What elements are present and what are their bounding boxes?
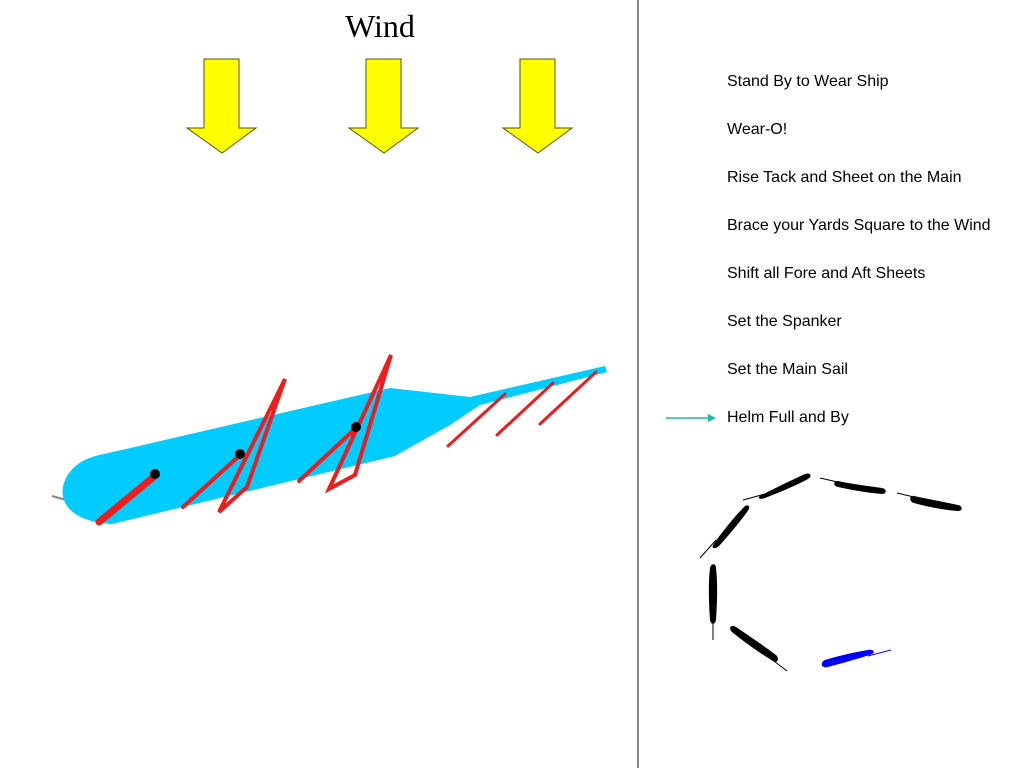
step-item: Brace your Yards Square to the Wind — [727, 217, 991, 234]
step-item: Shift all Fore and Aft Sheets — [727, 265, 926, 282]
main-yard — [181, 453, 242, 509]
mizzen-mast — [150, 469, 160, 479]
step-item: Wear-O! — [727, 121, 788, 138]
main-mast — [235, 449, 245, 459]
ship-silhouette-icon-current — [821, 649, 892, 668]
ship-silhouette-icon — [819, 477, 886, 494]
rudder — [51, 495, 67, 501]
ship-silhouette-icon — [699, 505, 750, 559]
mast-heads — [150, 422, 361, 479]
head-sail-1 — [446, 392, 507, 448]
down-arrow-icon — [501, 58, 574, 154]
ship-sequence — [699, 473, 962, 672]
ship-silhouette-icon — [742, 473, 811, 501]
step-item-current: Helm Full and By — [727, 409, 849, 426]
fore-mast — [351, 422, 361, 432]
ship-silhouette-icon — [730, 625, 788, 672]
down-arrow-icon — [185, 58, 258, 154]
fore-sail — [324, 354, 393, 494]
head-sail-3 — [538, 370, 598, 426]
wind-arrows — [185, 58, 574, 154]
right-arrow-icon — [666, 414, 716, 422]
main-sail — [217, 378, 287, 514]
step-item: Rise Tack and Sheet on the Main — [727, 169, 962, 186]
step-item: Set the Main Sail — [727, 361, 848, 378]
ship-silhouette-icon — [896, 492, 962, 511]
mizzen-yard — [95, 471, 160, 526]
ship-hull — [51, 366, 607, 524]
step-item: Set the Spanker — [727, 313, 842, 330]
head-sail-2 — [495, 381, 555, 437]
step-item: Stand By to Wear Ship — [727, 73, 889, 90]
hull-shape — [62, 366, 607, 524]
ship-silhouette-icon — [708, 564, 718, 640]
wind-title: Wind — [345, 8, 415, 44]
down-arrow-icon — [347, 58, 420, 154]
maneuver-steps-list: Stand By to Wear Ship Wear-O! Rise Tack … — [727, 72, 991, 456]
fore-yard — [297, 426, 358, 483]
yards-and-sails — [95, 354, 598, 526]
